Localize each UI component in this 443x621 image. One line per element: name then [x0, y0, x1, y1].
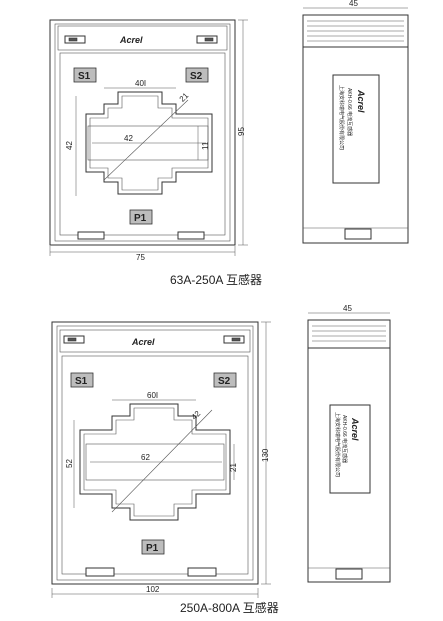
- top-nameplate-maker: 上海安科瑞电气股份有限公司: [338, 85, 345, 150]
- top-dim-42v: 42: [65, 141, 74, 150]
- bottom-side-view: 45 Acrel AKH-0.66 电流互感器 上海安科瑞电气股份有限公司: [307, 304, 391, 583]
- bottom-window-outer: [79, 403, 231, 521]
- bottom-window-slot: [85, 443, 225, 481]
- top-terminal-p1-box: [129, 209, 153, 225]
- bottom-side-foot: [335, 568, 363, 580]
- bottom-dim-62: 62: [141, 453, 150, 462]
- top-terminal-p1: P1: [134, 213, 147, 224]
- bottom-front-view: Acrel S1 S2 P1 60I 52 62 21 42 102 130: [51, 321, 271, 598]
- bottom-nameplate: [329, 404, 371, 494]
- top-body-panel: [59, 52, 226, 236]
- top-window-slot: [87, 125, 209, 161]
- bottom-dim-height: 130: [261, 448, 270, 462]
- top-dim-40: 40I: [135, 79, 146, 88]
- bottom-foot-right: [187, 567, 217, 577]
- top-dim-11: 11: [201, 141, 210, 150]
- top-terminal-s2: S2: [190, 71, 203, 82]
- bottom-dim-60: 60I: [147, 391, 158, 400]
- bottom-side-cap: [307, 319, 391, 349]
- bottom-foot-left: [85, 567, 115, 577]
- bottom-nameplate-brand: Acrel: [350, 417, 360, 441]
- top-side-view: 45 Acrel AKH-0.66 电流互感器 上海安科瑞电气股份有限公司: [302, 0, 409, 244]
- top-dim-42h: 42: [124, 134, 133, 143]
- top-terminal-s2-box: [185, 67, 209, 83]
- top-foot-right: [177, 231, 205, 240]
- top-clip-left-dark: [68, 37, 78, 42]
- top-nameplate-model: AKH-0.66 电流互感器: [346, 88, 353, 136]
- top-header-band: [57, 25, 228, 51]
- bottom-caption: 250A-800A 互感器: [180, 600, 279, 615]
- bottom-side-cap-ribs: [312, 325, 386, 342]
- top-nameplate-brand: Acrel: [356, 89, 366, 113]
- bottom-brand-logo: Acrel: [131, 337, 155, 347]
- bottom-terminal-p1-box: [141, 539, 165, 555]
- top-side-cap: [302, 14, 409, 48]
- top-side-cap-ribs: [307, 20, 404, 42]
- top-clip-right-dark: [204, 37, 214, 42]
- bottom-terminal-p1: P1: [146, 543, 159, 554]
- bottom-window-diagonal: [111, 409, 213, 513]
- top-outer-frame: [49, 19, 236, 246]
- bottom-clip-right-dark: [231, 337, 241, 342]
- bottom-dim-21: 21: [229, 463, 238, 472]
- bottom-dim-width: 102: [146, 585, 160, 594]
- bottom-nameplate-model: AKH-0.66 电流互感器: [341, 415, 348, 463]
- top-caption: 63A-250A 互感器: [170, 272, 262, 287]
- bottom-body-panel: [61, 355, 249, 575]
- bottom-dim-52: 52: [65, 459, 74, 468]
- bottom-terminal-s2-box: [213, 372, 237, 388]
- bottom-terminal-s1: S1: [75, 376, 88, 387]
- top-window-outer: [85, 91, 213, 195]
- bottom-outer-frame: [51, 321, 259, 585]
- bottom-terminal-s2: S2: [218, 376, 231, 387]
- top-inner-frame: [54, 23, 231, 242]
- top-dim-width: 75: [136, 253, 145, 262]
- top-dim-diameter: 21: [178, 91, 191, 104]
- top-window-diagonal: [103, 99, 189, 181]
- top-front-view: Acrel S1 S2 P1 40I 42 42 11 21 75: [49, 19, 248, 262]
- bottom-terminal-s1-box: [70, 372, 94, 388]
- bottom-header-band: [59, 329, 251, 353]
- top-side-dim-depth: 45: [349, 0, 358, 8]
- top-nameplate: [332, 74, 380, 184]
- bottom-window-inner: [83, 407, 227, 517]
- bottom-clip-left-dark: [67, 337, 77, 342]
- top-side-foot: [344, 228, 372, 240]
- bottom-inner-frame: [56, 325, 254, 581]
- top-terminal-s1-box: [73, 67, 97, 83]
- top-foot-left: [77, 231, 105, 240]
- bottom-nameplate-maker: 上海安科瑞电气股份有限公司: [334, 412, 341, 477]
- top-window-inner: [89, 95, 209, 191]
- top-dim-height: 95: [237, 127, 246, 136]
- bottom-side-dim-depth: 45: [343, 304, 352, 313]
- top-brand-logo: Acrel: [119, 35, 143, 45]
- top-terminal-s1: S1: [78, 71, 91, 82]
